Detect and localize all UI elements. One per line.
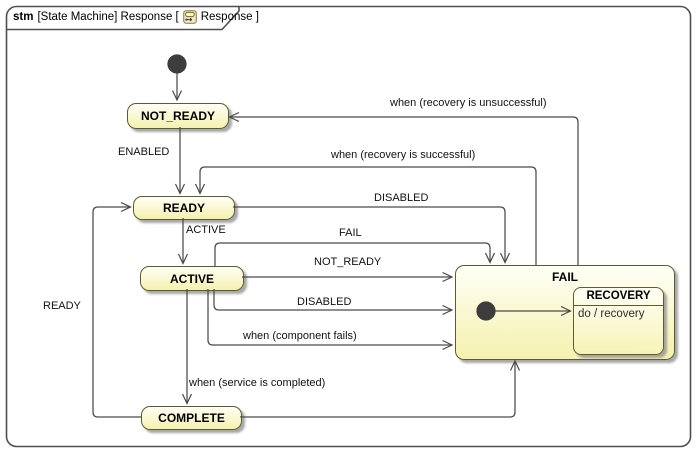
label-recovery-unsuccessful[interactable]: when (recovery is unsuccessful): [390, 97, 547, 109]
state-recovery[interactable]: RECOVERY do / recovery: [573, 287, 664, 355]
state-complete[interactable]: COMPLETE: [141, 406, 242, 430]
label-active[interactable]: ACTIVE: [186, 224, 226, 236]
state-not-ready-label: NOT_READY: [140, 109, 215, 123]
state-recovery-label: RECOVERY: [574, 288, 663, 306]
label-disabled-from-ready[interactable]: DISABLED: [374, 192, 429, 204]
state-active[interactable]: ACTIVE: [140, 266, 244, 291]
label-enabled[interactable]: ENABLED: [118, 146, 170, 158]
diagram-header: stm [State Machine] Response [ Response …: [13, 10, 259, 24]
state-fail-label: FAIL: [552, 270, 578, 284]
diagram-header-text: [State Machine] Response [: [37, 11, 179, 23]
state-not-ready[interactable]: NOT_READY: [127, 103, 229, 129]
state-ready-label: READY: [162, 201, 205, 215]
state-machine-diagram-icon: [182, 10, 197, 24]
label-component-fails[interactable]: when (component fails): [243, 330, 357, 342]
label-not-ready[interactable]: NOT_READY: [314, 256, 382, 268]
label-service-completed[interactable]: when (service is completed): [189, 377, 326, 389]
diagram-header-suffix: Response ]: [200, 11, 259, 23]
label-disabled-from-active[interactable]: DISABLED: [297, 296, 352, 308]
diagram-kind-label: stm: [13, 11, 34, 23]
label-recovery-successful[interactable]: when (recovery is successful): [331, 149, 476, 161]
state-active-label: ACTIVE: [169, 271, 214, 286]
label-ready[interactable]: READY: [43, 300, 81, 312]
state-ready[interactable]: READY: [133, 196, 235, 220]
state-complete-label: COMPLETE: [158, 411, 225, 425]
label-fail[interactable]: FAIL: [339, 227, 362, 239]
state-recovery-do-activity: do / recovery: [578, 308, 645, 320]
